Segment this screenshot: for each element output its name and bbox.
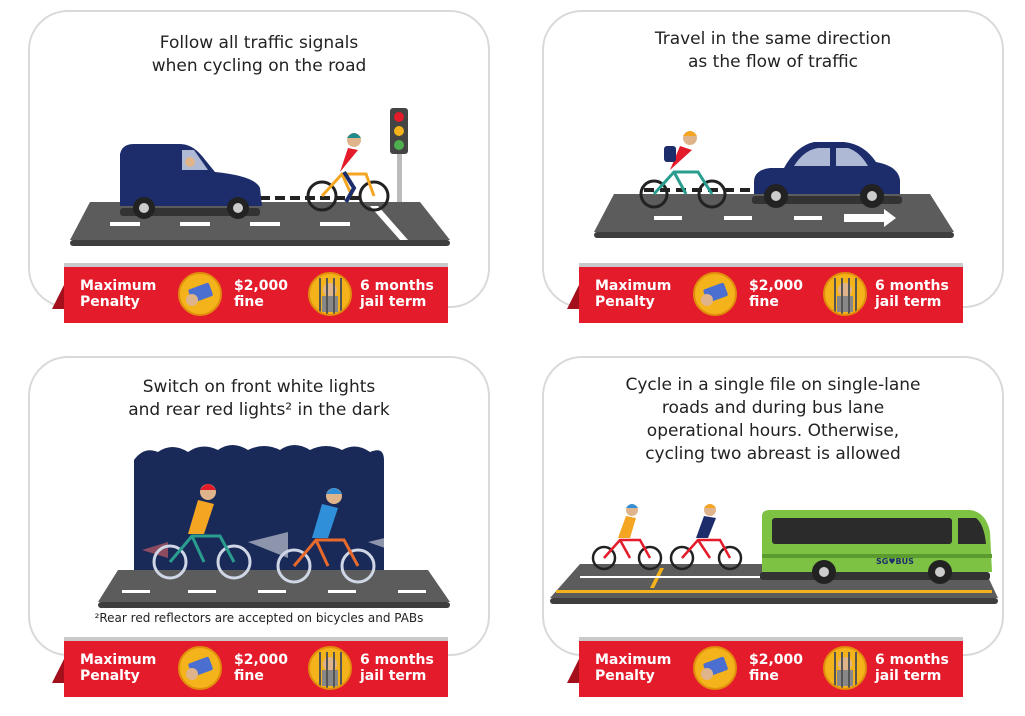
traffic-signal-scene [70, 108, 450, 246]
jail-icon [823, 272, 867, 316]
penalty-banner: Maximum Penalty $2,000 fine 6 months jai… [567, 637, 963, 697]
title-line: Cycle in a single file on single-lane [625, 375, 921, 395]
jail-label: jail term [360, 668, 427, 684]
fine-label: fine [234, 668, 264, 684]
cyclist-icon [591, 504, 663, 571]
fine-text: $2,000 fine [749, 278, 803, 310]
card-same-direction: Travel in the same direction as the flow… [542, 10, 1004, 308]
fine-amount: $2,000 [749, 278, 804, 294]
banknote-icon [178, 646, 222, 690]
jail-duration: 6 months [360, 278, 434, 294]
jail-icon [308, 646, 352, 690]
penalty-label: Maximum Penalty [80, 278, 156, 310]
jail-text: 6 months jail term [875, 278, 949, 310]
penalty-label-line: Penalty [80, 668, 140, 684]
penalty-label: Maximum Penalty [595, 278, 671, 310]
footnote: ²Rear red reflectors are accepted on bic… [94, 611, 424, 625]
title-line: when cycling on the road [151, 56, 367, 76]
cyclist-icon [639, 131, 727, 209]
title-line: Switch on front white lights [142, 377, 376, 397]
card-title: Travel in the same direction as the flow… [544, 28, 1002, 74]
fine-text: $2,000 fine [749, 652, 803, 684]
fine-amount: $2,000 [234, 278, 289, 294]
fine-text: $2,000 fine [234, 278, 288, 310]
cyclist-icon [276, 488, 376, 584]
card-traffic-signals: Follow all traffic signals when cycling … [28, 10, 490, 308]
banknote-icon [178, 272, 222, 316]
penalty-label-line: Penalty [80, 294, 140, 310]
bus-icon: SG♥BUS [760, 510, 992, 584]
title-line: roads and during bus lane [661, 398, 885, 418]
jail-duration: 6 months [360, 652, 434, 668]
penalty-label-line: Penalty [595, 294, 655, 310]
car-icon [752, 142, 902, 208]
title-line: and rear red lights² in the dark [128, 400, 390, 420]
penalty-banner: Maximum Penalty $2,000 fine 6 months jai… [52, 263, 448, 323]
penalty-banner: Maximum Penalty $2,000 fine 6 months jai… [52, 637, 448, 697]
banner-fold [567, 285, 579, 309]
fine-amount: $2,000 [234, 652, 289, 668]
jail-icon [308, 272, 352, 316]
penalty-label: Maximum Penalty [595, 652, 671, 684]
fine-label: fine [749, 668, 779, 684]
cyclist-icon [669, 504, 743, 571]
fine-amount: $2,000 [749, 652, 804, 668]
jail-label: jail term [360, 294, 427, 310]
banner-fold [52, 659, 64, 683]
penalty-label-line: Maximum [595, 278, 672, 294]
penalty-label-line: Maximum [595, 652, 672, 668]
banknote-icon [693, 272, 737, 316]
jail-label: jail term [875, 294, 942, 310]
banner-fold [52, 285, 64, 309]
penalty-label-line: Maximum [80, 278, 157, 294]
single-file-scene: SG♥BUS [550, 504, 998, 604]
traffic-light-icon [390, 108, 408, 202]
title-line: Travel in the same direction [654, 29, 892, 49]
banknote-icon [693, 646, 737, 690]
card-title: Switch on front white lights and rear re… [30, 376, 488, 422]
title-line: cycling two abreast is allowed [645, 444, 901, 464]
card-single-file: Cycle in a single file on single-lane ro… [542, 356, 1004, 656]
same-direction-scene [594, 131, 954, 238]
jail-duration: 6 months [875, 278, 949, 294]
fine-text: $2,000 fine [234, 652, 288, 684]
jail-icon [823, 646, 867, 690]
title-line: operational hours. Otherwise, [646, 421, 900, 441]
penalty-label: Maximum Penalty [80, 652, 156, 684]
jail-label: jail term [875, 668, 942, 684]
penalty-banner: Maximum Penalty $2,000 fine 6 months jai… [567, 263, 963, 323]
title-line: as the flow of traffic [687, 52, 859, 72]
jail-text: 6 months jail term [875, 652, 949, 684]
card-title: Cycle in a single file on single-lane ro… [544, 374, 1002, 466]
jail-text: 6 months jail term [360, 652, 434, 684]
road [70, 202, 450, 240]
card-title: Follow all traffic signals when cycling … [30, 32, 488, 78]
cyclist-icon [306, 133, 390, 212]
cyclist-icon [152, 484, 252, 580]
jail-text: 6 months jail term [360, 278, 434, 310]
night-scene [98, 445, 450, 608]
fine-label: fine [749, 294, 779, 310]
arrow-right-icon [844, 209, 896, 227]
card-lights-in-dark: Switch on front white lights and rear re… [28, 356, 490, 656]
banner-fold [567, 659, 579, 683]
fine-label: fine [234, 294, 264, 310]
penalty-label-line: Penalty [595, 668, 655, 684]
road [98, 570, 450, 602]
title-line: Follow all traffic signals [159, 33, 359, 53]
van-icon [120, 144, 262, 219]
penalty-label-line: Maximum [80, 652, 157, 668]
bus-label: SG♥BUS [876, 557, 914, 566]
jail-duration: 6 months [875, 652, 949, 668]
